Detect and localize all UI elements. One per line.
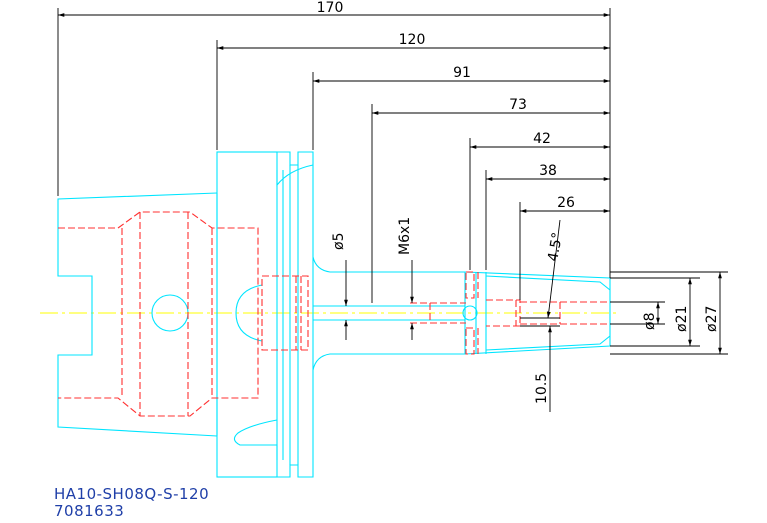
dim-nose-offset: 10.5	[534, 373, 550, 404]
part-number: HA10-SH08Q-S-120	[54, 485, 210, 503]
dim-bore-depth: 42	[533, 131, 551, 147]
dim-thread: M6x1	[397, 217, 413, 255]
holder-outline	[57, 151, 611, 478]
dim-overall-length: 170	[317, 0, 344, 16]
dim-taper-angle: 4.5°	[545, 231, 566, 263]
dimension-labels: 170 120 91 73 42 38 26 ø5 M6x1 4.5° 10.5…	[317, 0, 720, 404]
dim-gauge-length: 120	[399, 32, 426, 48]
dim-thread-position: 73	[509, 97, 527, 113]
dim-flange-to-nose: 91	[453, 65, 471, 81]
dim-nose-diameter: ø21	[674, 306, 690, 332]
title-block: HA10-SH08Q-S-120 7081633	[54, 486, 209, 520]
dim-coolant-bore: ø5	[331, 233, 347, 250]
dim-nose-bore: 26	[557, 195, 575, 211]
dimension-lines	[57, 8, 728, 412]
dim-clamp-position: 38	[539, 163, 557, 179]
dim-outer-diameter: ø27	[704, 306, 720, 332]
order-code: 7081633	[54, 502, 125, 520]
dim-bore-diameter: ø8	[642, 313, 658, 330]
hidden-lines	[58, 211, 610, 417]
